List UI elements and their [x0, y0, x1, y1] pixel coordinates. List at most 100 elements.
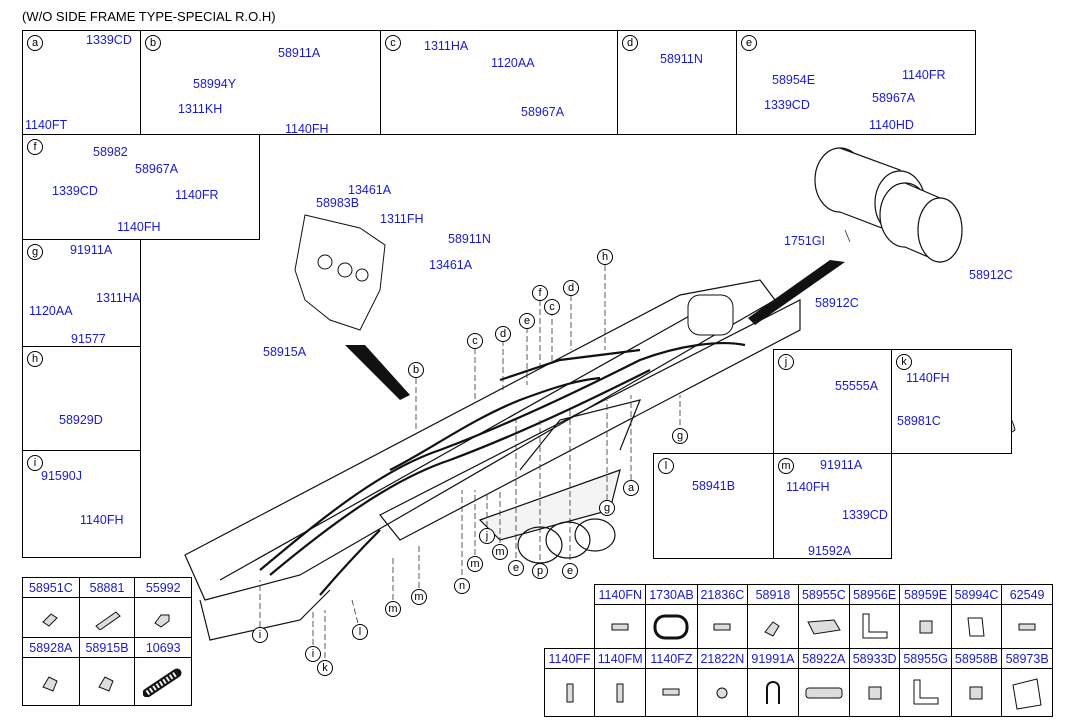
table-icon-cell	[543, 668, 596, 717]
table-cell[interactable]: 1140FM	[594, 648, 647, 669]
table-cell[interactable]: 58951C	[22, 577, 80, 598]
table-cell[interactable]: 58955G	[899, 648, 952, 669]
callout: h	[597, 249, 613, 265]
part-label[interactable]: 1140FH	[786, 480, 830, 494]
part-label[interactable]: 1311KH	[178, 102, 223, 116]
part-label[interactable]: 58911N	[660, 52, 703, 66]
table-cell[interactable]: 58915B	[78, 637, 136, 658]
part-label[interactable]: 58982	[93, 145, 128, 159]
box-g	[22, 239, 141, 347]
table-cell[interactable]: 58918	[747, 584, 799, 605]
cylinder-part	[687, 294, 734, 336]
part-label[interactable]: 91590J	[41, 469, 83, 483]
part-label[interactable]: 58954E	[772, 73, 816, 87]
part-label[interactable]: 58981C	[897, 414, 941, 428]
table-icon-cell	[899, 668, 952, 717]
part-label[interactable]: 58967A	[872, 91, 916, 105]
leader-lines	[259, 229, 851, 658]
part-label[interactable]: 13461A	[429, 258, 473, 272]
part-label[interactable]: 1339CD	[842, 508, 888, 522]
part-label[interactable]: 58941B	[692, 479, 736, 493]
box-letter-f: f	[27, 139, 43, 155]
table-cell[interactable]: 58958B	[950, 648, 1003, 669]
box-letter-c: c	[385, 35, 401, 51]
part-label[interactable]: 58994Y	[193, 77, 237, 91]
table-icon-cell	[747, 668, 799, 717]
callout: n	[454, 578, 470, 594]
part-label[interactable]: 91911A	[70, 243, 113, 257]
callout: k	[317, 660, 333, 676]
part-label[interactable]: 58915A	[263, 345, 307, 359]
part-label[interactable]: 1140HD	[869, 118, 914, 132]
part-label[interactable]: 58911N	[448, 232, 491, 246]
table-cell[interactable]: 58959E	[899, 584, 952, 605]
callout: m	[467, 556, 483, 572]
part-label[interactable]: 58929D	[59, 413, 103, 427]
part-label[interactable]: 58967A	[521, 105, 565, 119]
part-label[interactable]: 1339CD	[86, 33, 132, 47]
part-label[interactable]: 1311HA	[424, 39, 469, 53]
table-icon-cell	[848, 604, 901, 649]
box-letter-k: k	[896, 354, 912, 370]
callout: e	[562, 563, 578, 579]
part-label[interactable]: 1311FH	[380, 212, 424, 226]
part-label[interactable]: 58912C	[969, 268, 1013, 282]
table-cell[interactable]: 1140FF	[543, 648, 596, 669]
table-cell[interactable]: 58922A	[797, 648, 850, 669]
table-cell[interactable]: 58994C	[950, 584, 1003, 605]
table-cell[interactable]: 21822N	[696, 648, 749, 669]
pointer-wedge-left	[345, 345, 410, 400]
part-label[interactable]: 1120AA	[491, 56, 535, 70]
part-label[interactable]: 1339CD	[764, 98, 810, 112]
box-m	[773, 453, 892, 559]
box-h	[22, 346, 141, 451]
part-label[interactable]: 91577	[71, 332, 106, 346]
table-icon-cell	[950, 604, 1003, 649]
callout: e	[508, 560, 524, 576]
part-label[interactable]: 1140FT	[25, 118, 68, 132]
box-k	[891, 349, 1012, 454]
table-cell[interactable]: 58973B	[1001, 648, 1053, 669]
table-cell[interactable]: 21836C	[696, 584, 749, 605]
callout: e	[519, 313, 535, 329]
table-cell[interactable]: 58928A	[22, 637, 80, 658]
table-cell[interactable]: 1140FZ	[645, 648, 698, 669]
box-e	[736, 30, 976, 135]
part-label[interactable]: 1339CD	[52, 184, 98, 198]
table-cell[interactable]: 62549	[1001, 584, 1053, 605]
part-label[interactable]: 91911A	[820, 458, 863, 472]
table-cell[interactable]: 1140FN	[594, 584, 647, 605]
table-cell[interactable]: 91991A	[747, 648, 799, 669]
table-icon-cell	[696, 668, 749, 717]
part-label[interactable]: 55555A	[835, 379, 879, 393]
table-cell[interactable]: 1730AB	[645, 584, 698, 605]
part-label[interactable]: 1140FR	[175, 188, 219, 202]
part-label[interactable]: 58967A	[135, 162, 179, 176]
table-icon-cell	[1001, 604, 1053, 649]
table-cell[interactable]: 55992	[134, 577, 192, 598]
table-icon-cell	[696, 604, 749, 649]
table-cell[interactable]: 58956E	[848, 584, 901, 605]
part-label[interactable]: 1140FH	[285, 122, 329, 136]
table-cell[interactable]: 10693	[134, 637, 192, 658]
box-b	[140, 30, 381, 135]
table-cell[interactable]: 58881	[78, 577, 136, 598]
callout: d	[563, 280, 579, 296]
part-label[interactable]: 58983B	[316, 196, 360, 210]
part-label[interactable]: 1140FH	[80, 513, 124, 527]
box-letter-i: i	[27, 455, 43, 471]
part-label[interactable]: 1751GI	[784, 234, 826, 248]
table-cell[interactable]: 58933D	[848, 648, 901, 669]
part-label[interactable]: 58912C	[815, 296, 859, 310]
table-cell[interactable]: 58955C	[797, 584, 850, 605]
part-label[interactable]: 13461A	[348, 183, 392, 197]
part-label[interactable]: 1120AA	[29, 304, 73, 318]
part-label[interactable]: 1140FH	[906, 371, 950, 385]
table-icon-cell	[645, 668, 698, 717]
part-label[interactable]: 58911A	[278, 46, 321, 60]
part-label[interactable]: 1140FR	[902, 68, 946, 82]
table-icon-cell	[1001, 668, 1053, 717]
part-label[interactable]: 1140FH	[117, 220, 161, 234]
part-label[interactable]: 91592A	[808, 544, 852, 558]
part-label[interactable]: 1311HA	[96, 291, 141, 305]
